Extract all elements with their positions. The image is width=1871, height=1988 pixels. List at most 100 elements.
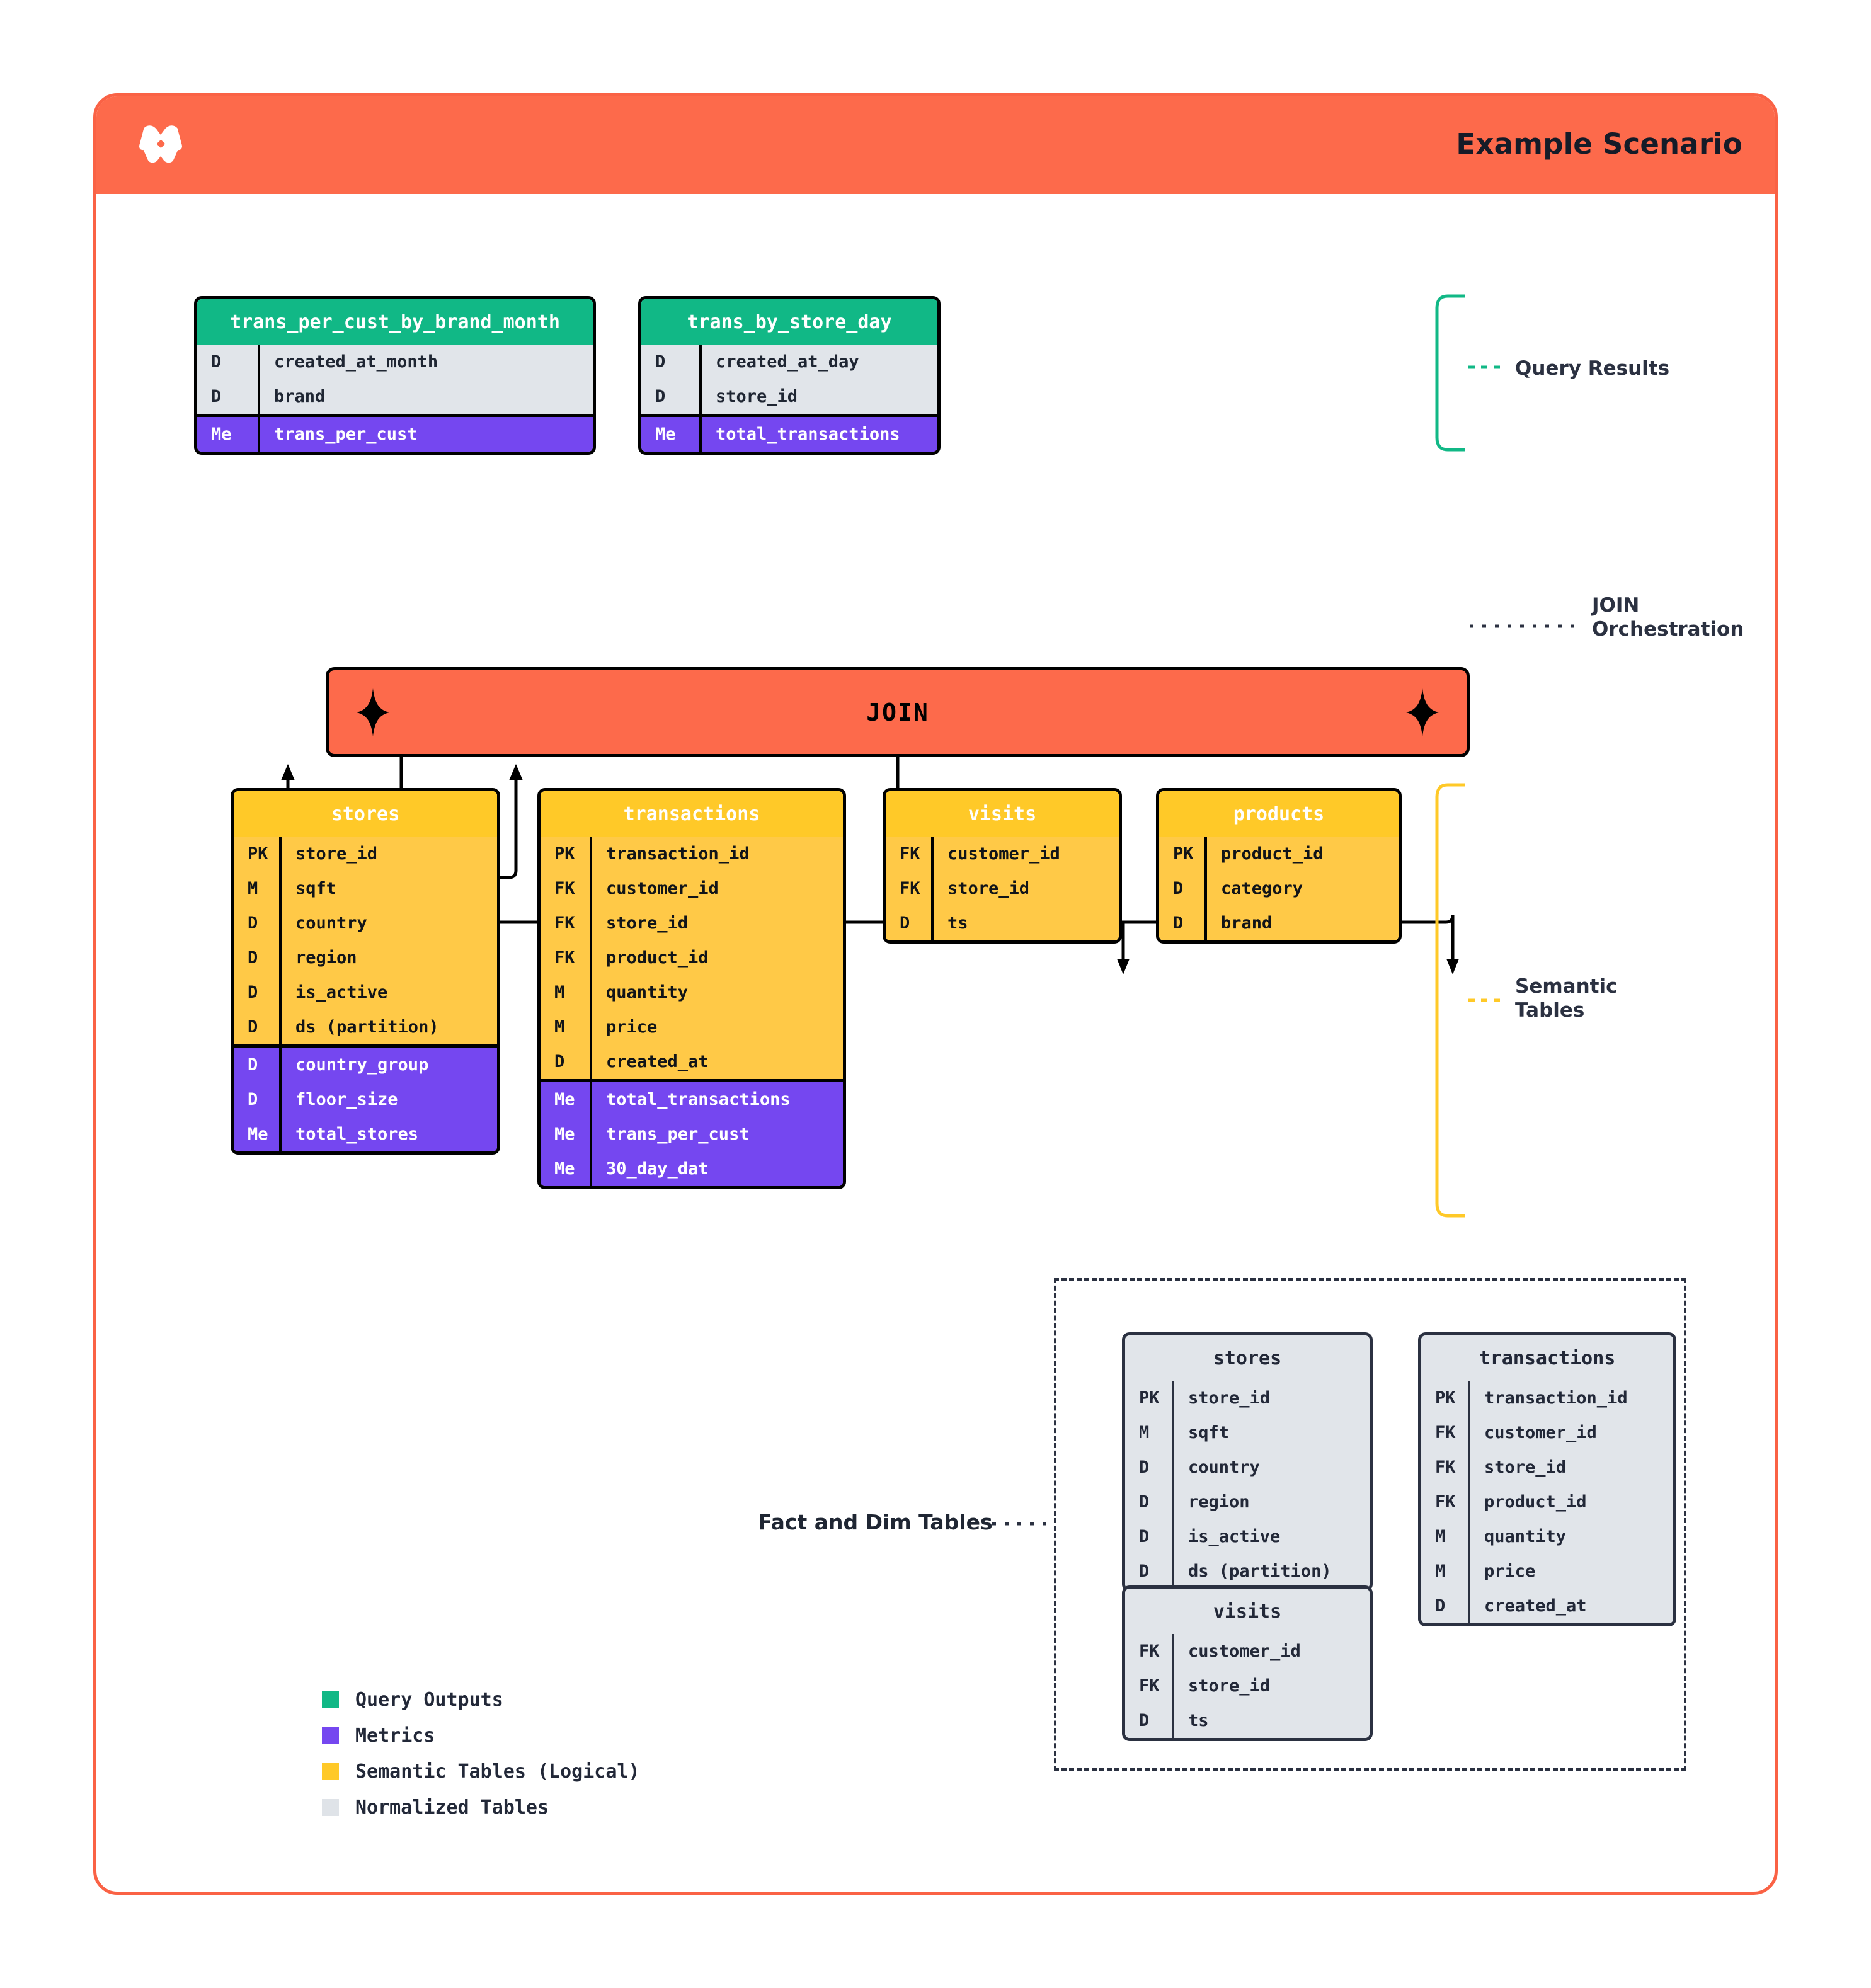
row-key: FK	[1435, 1492, 1456, 1512]
query-result-table-0[interactable]: trans_per_cust_by_brand_month D created_…	[194, 296, 596, 455]
row-key: FK	[554, 948, 575, 968]
table-title: visits	[886, 791, 1119, 837]
row-key: PK	[554, 844, 575, 864]
semantic-tables-bracket	[1435, 783, 1465, 1218]
row-field: product_id	[1484, 1492, 1587, 1512]
row-field: customer_id	[1188, 1642, 1301, 1661]
card-header: Example Scenario	[96, 96, 1775, 194]
row-key: D	[248, 1090, 258, 1109]
legend-label: Normalized Tables	[355, 1797, 549, 1819]
query-result-table-1[interactable]: trans_by_store_day D created_at_day D st…	[638, 296, 941, 455]
table-row[interactable]: D created_at_day	[641, 345, 937, 379]
fact-and-dim-box	[1054, 1278, 1686, 1771]
table-title: trans_by_store_day	[641, 299, 937, 345]
logo-wrap	[137, 120, 184, 167]
legend: Query Outputs Metrics Semantic Tables (L…	[322, 1689, 640, 1832]
row-field: floor_size	[295, 1090, 398, 1109]
row-field: transaction_id	[606, 844, 750, 864]
row-key: M	[1139, 1423, 1150, 1442]
table-row[interactable]: FK product_id	[1421, 1485, 1673, 1519]
metric-group: Me trans_per_cust	[197, 414, 593, 452]
sparkle-icon	[357, 688, 389, 736]
legend-item: Semantic Tables (Logical)	[322, 1761, 640, 1783]
row-field: total_transactions	[606, 1090, 791, 1109]
row-field: customer_id	[947, 844, 1060, 864]
row-key: D	[248, 1017, 258, 1037]
table-row[interactable]: D created_at_month	[197, 345, 593, 379]
row-field: product_id	[1221, 844, 1324, 864]
row-field: store_id	[1188, 1388, 1271, 1408]
row-key: D	[900, 913, 910, 933]
row-key: Me	[211, 425, 232, 444]
row-key: M	[554, 983, 565, 1002]
join-label: JOIN	[866, 698, 929, 726]
table-title: transactions	[541, 791, 843, 837]
table-row[interactable]: D brand	[197, 379, 593, 414]
legend-label: Query Outputs	[355, 1689, 503, 1711]
row-field: store_id	[716, 387, 798, 406]
join-annotation: JOIN Orchestration	[1592, 594, 1744, 641]
table-row[interactable]: Me total_transactions	[641, 417, 937, 452]
row-key: D	[1435, 1596, 1446, 1616]
table-row[interactable]: D store_id	[641, 379, 937, 414]
table-row[interactable]: PK transaction_id	[541, 837, 843, 871]
row-field: ds (partition)	[295, 1017, 439, 1037]
table-row[interactable]: Me trans_per_cust	[197, 417, 593, 452]
row-field: store_id	[606, 913, 689, 933]
row-key: D	[1173, 879, 1184, 898]
row-field: trans_per_cust	[606, 1124, 750, 1144]
page-title: Example Scenario	[1456, 127, 1742, 161]
legend-swatch-semantic-tables	[322, 1763, 339, 1780]
row-key: Me	[248, 1124, 268, 1144]
join-orchestration-bar[interactable]: JOIN	[326, 667, 1470, 757]
